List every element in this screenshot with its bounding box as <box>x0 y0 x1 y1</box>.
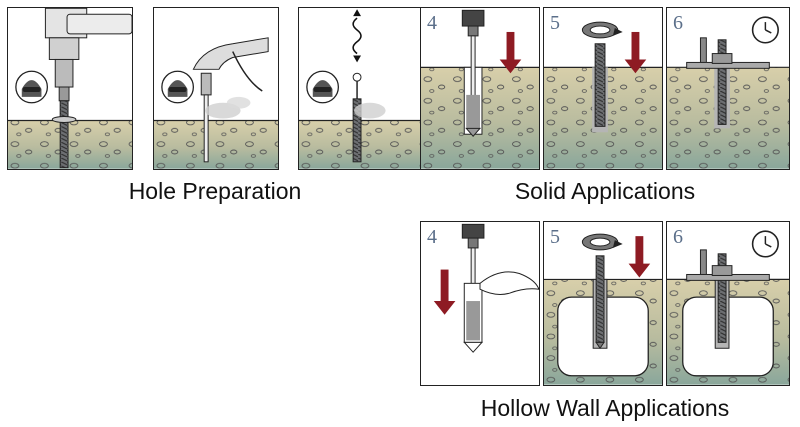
drill-icon <box>8 8 132 169</box>
caption-hollow-wall-applications: Hollow Wall Applications <box>480 395 730 421</box>
panel-hole-prep-blow <box>153 7 279 170</box>
rotate-insert-rod-icon <box>544 233 662 385</box>
cure-time-clock-icon <box>667 16 789 169</box>
panel-hole-prep-brush <box>298 7 424 170</box>
step-number: 4 <box>427 12 437 34</box>
panel-hole-prep-drill <box>7 7 133 170</box>
step-number: 6 <box>673 226 683 248</box>
panel-hollow-step-4: 4 <box>420 221 540 386</box>
caption-solid-applications: Solid Applications <box>514 178 696 204</box>
wire-brush-icon <box>299 9 423 169</box>
inject-adhesive-icon <box>421 9 539 169</box>
step-number: 4 <box>427 226 437 248</box>
rotate-insert-rod-icon <box>544 21 662 169</box>
panel-solid-step-5: 5 <box>543 7 663 170</box>
panel-hollow-step-5: 5 <box>543 221 663 386</box>
panel-hollow-step-6: 6 <box>666 221 790 386</box>
cure-time-clock-icon <box>667 230 789 385</box>
panel-solid-step-6: 6 <box>666 7 790 170</box>
panel-solid-step-4: 4 <box>420 7 540 170</box>
step-number: 5 <box>550 226 560 248</box>
step-number: 6 <box>673 12 683 34</box>
air-blower-icon <box>154 37 278 169</box>
insert-screen-sleeve-icon <box>433 223 539 353</box>
caption-hole-preparation: Hole Preparation <box>128 178 302 204</box>
step-number: 5 <box>550 12 560 34</box>
